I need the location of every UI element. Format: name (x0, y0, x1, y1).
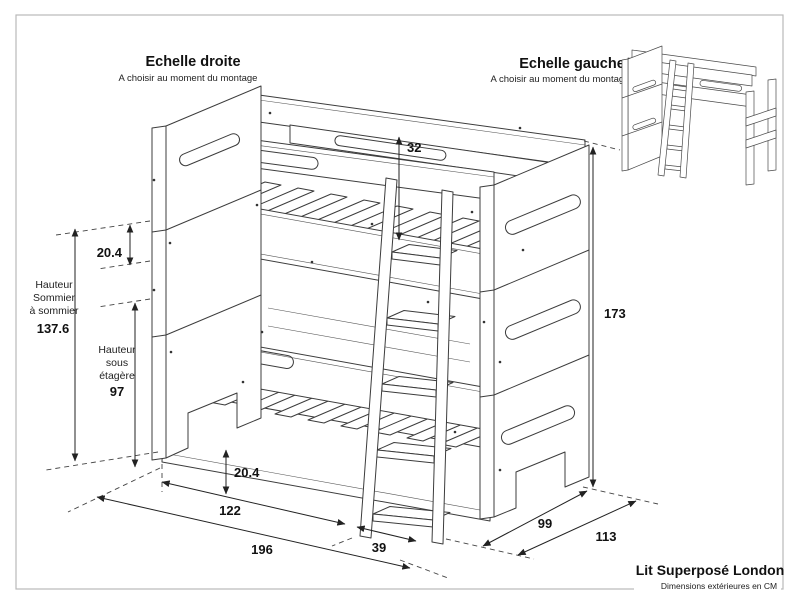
right-end-panel (479, 144, 590, 520)
dim-label-line: Hauteur (35, 279, 73, 291)
dim-value-173: 173 (604, 306, 626, 321)
extension-line (97, 260, 151, 270)
annotation-ladder-right: Echelle droite A choisir au moment du mo… (119, 54, 258, 84)
dim-sommier-to-sommier: Hauteur Sommier à sommier 137.6 (29, 228, 79, 462)
dimension-annotations: 32 20.4 Hauteur Sommier à sommier 137.6 … (29, 136, 659, 579)
extension-line (583, 140, 621, 151)
dim-value-196: 196 (251, 542, 273, 557)
dim-value-122: 122 (219, 503, 241, 518)
dimensions-note: Dimensions extérieures en CM (661, 581, 777, 591)
extension-line (399, 559, 449, 579)
lower-back-rail (267, 307, 471, 363)
extension-line (55, 220, 151, 236)
dim-label-line: Sommier (33, 292, 76, 304)
product-name: Lit Superposé London (636, 562, 785, 578)
annotation-ladder-left: Echelle gauche A choisir au moment du mo… (491, 56, 630, 85)
title-echelle-droite: Echelle droite (145, 54, 240, 70)
dim-label-line: Hauteur (98, 344, 136, 356)
extension-line (582, 486, 659, 505)
dim-label-line: étagère (99, 370, 135, 382)
extension-line (97, 298, 151, 308)
dim-value-97: 97 (110, 384, 124, 399)
thumbnail-ladder (657, 59, 695, 179)
title-block-background (634, 557, 781, 595)
dim-upper-gap: 20.4 (97, 224, 134, 266)
page-border (15, 14, 784, 590)
screw-dots (152, 111, 525, 472)
ladder-right-rail (431, 189, 454, 545)
dim-under-shelf: Hauteur sous étagère 97 (98, 302, 139, 468)
dim-value-113: 113 (596, 529, 617, 544)
dim-overall-depth: 113 (517, 500, 637, 556)
subtitle-echelle-gauche: A choisir au moment du montage (491, 74, 630, 85)
dim-value-39: 39 (372, 540, 386, 555)
dim-overall-height: 173 (589, 146, 626, 488)
title-echelle-gauche: Echelle gauche (519, 56, 625, 72)
dim-value-20-4-upper: 20.4 (97, 245, 123, 260)
dim-value-137-6: 137.6 (37, 321, 70, 336)
extension-line (67, 467, 161, 513)
subtitle-echelle-droite: A choisir au moment du montage (119, 73, 258, 84)
left-end-panel (151, 85, 262, 461)
dim-overall-length: 196 (96, 495, 411, 570)
extension-line (445, 538, 535, 560)
dim-label-line: sous (106, 357, 128, 369)
dim-value-99: 99 (538, 516, 552, 531)
extension-line (45, 451, 159, 471)
dim-value-32: 32 (407, 140, 421, 155)
thumbnail-left-ladder-bed (621, 45, 777, 186)
extension-line (331, 537, 353, 547)
bunk-bed-drawing (151, 85, 590, 545)
dim-label-line: à sommier (29, 305, 79, 317)
dim-value-20-4-lower: 20.4 (234, 465, 260, 480)
dim-guardrail-height: 32 (395, 136, 421, 241)
title-block: Lit Superposé London Dimensions extérieu… (634, 557, 784, 595)
